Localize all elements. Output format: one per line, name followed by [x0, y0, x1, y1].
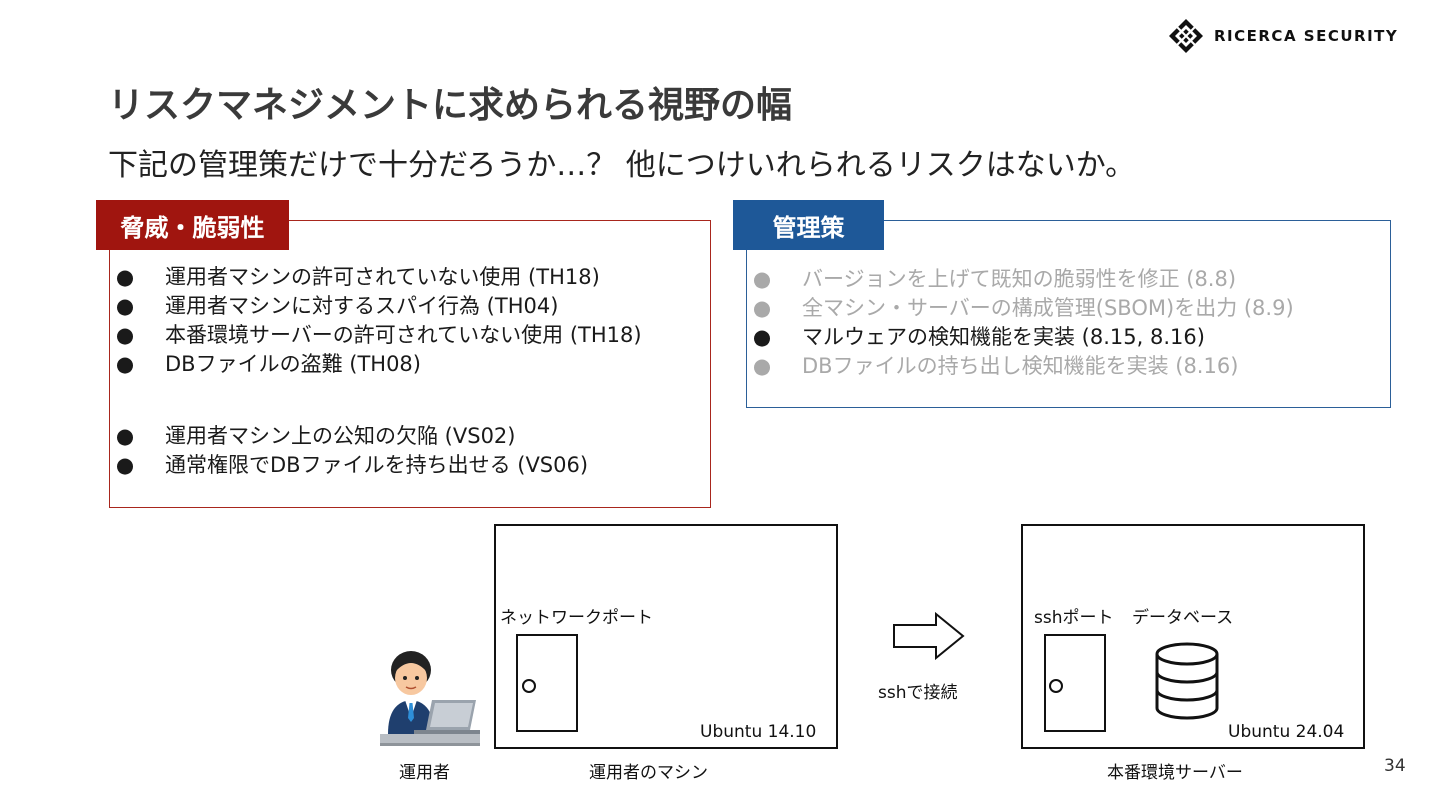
threat-text: 運用者マシンに対するスパイ行為 (TH04) — [165, 294, 559, 318]
threat-header: 脅威・脆弱性 — [96, 200, 289, 250]
list-item: ● 本番環境サーバーの許可されていない使用 (TH18) — [115, 321, 705, 350]
threat-text: DBファイルの盗難 (TH08) — [165, 352, 421, 376]
control-panel — [746, 220, 1391, 408]
slide-title: リスクマネジメントに求められる視野の幅 — [108, 85, 793, 126]
list-item: ● マルウェアの検知機能を実装 (8.15, 8.16) — [752, 323, 1382, 352]
vulnerability-text: 運用者マシン上の公知の欠陥 (VS02) — [165, 424, 516, 448]
list-item: ● 全マシン・サーバーの構成管理(SBOM)を出力 (8.9) — [752, 294, 1382, 323]
control-text: マルウェアの検知機能を実装 (8.15, 8.16) — [802, 325, 1205, 349]
connection-label: sshで接続 — [878, 683, 958, 703]
control-list: ● バージョンを上げて既知の脆弱性を修正 (8.8) ● 全マシン・サーバーの構成管… — [752, 265, 1382, 381]
threat-text: 運用者マシンの許可されていない使用 (TH18) — [165, 265, 600, 289]
list-item: ● DBファイルの盗難 (TH08) — [115, 350, 705, 379]
network-port-label: ネットワークポート — [500, 608, 653, 628]
machine-os-label: Ubuntu 14.10 — [700, 722, 817, 742]
control-header: 管理策 — [733, 200, 884, 250]
database-icon — [1155, 642, 1219, 720]
door-knob-icon — [522, 679, 536, 693]
list-item: ● 運用者マシン上の公知の欠陥 (VS02) — [115, 422, 705, 451]
list-item: ● DBファイルの持ち出し検知機能を実装 (8.16) — [752, 352, 1382, 381]
diamond-logo-icon — [1169, 19, 1203, 53]
bullet-icon: ● — [115, 323, 135, 347]
control-text: 全マシン・サーバーの構成管理(SBOM)を出力 (8.9) — [802, 296, 1294, 320]
list-item: ● 運用者マシンの許可されていない使用 (TH18) — [115, 263, 705, 292]
list-item: ● 運用者マシンに対するスパイ行為 (TH04) — [115, 292, 705, 321]
list-item: ● 通常権限でDBファイルを持ち出せる (VS06) — [115, 451, 705, 480]
arrow-right-icon — [893, 612, 965, 660]
bullet-icon: ● — [115, 453, 135, 477]
bullet-icon: ● — [115, 424, 135, 448]
ssh-port-door-icon — [1044, 634, 1106, 732]
threat-list: ● 運用者マシンの許可されていない使用 (TH18) ● 運用者マシンに対するスパイ… — [115, 263, 705, 379]
bullet-icon: ● — [115, 294, 135, 318]
door-knob-icon — [1049, 679, 1063, 693]
control-text: DBファイルの持ち出し検知機能を実装 (8.16) — [802, 354, 1239, 378]
bullet-icon: ● — [115, 265, 135, 289]
list-item: ● バージョンを上げて既知の脆弱性を修正 (8.8) — [752, 265, 1382, 294]
threat-text: 本番環境サーバーの許可されていない使用 (TH18) — [165, 323, 642, 347]
bullet-icon: ● — [752, 354, 772, 378]
ssh-port-label: sshポート — [1034, 608, 1114, 628]
production-server-box — [1021, 524, 1365, 749]
slide-subtitle: 下記の管理策だけで十分だろうか…？ 他につけいれられるリスクはないか。 — [108, 148, 1136, 183]
vulnerability-list: ● 運用者マシン上の公知の欠陥 (VS02) ● 通常権限でDBファイルを持ち出せる… — [115, 422, 705, 480]
threat-panel — [109, 220, 711, 508]
server-caption: 本番環境サーバー — [1107, 763, 1243, 783]
bullet-icon: ● — [752, 325, 772, 349]
operator-label: 運用者 — [399, 763, 450, 783]
database-label: データベース — [1132, 608, 1234, 628]
page-number: 34 — [1384, 756, 1406, 776]
vulnerability-text: 通常権限でDBファイルを持ち出せる (VS06) — [165, 453, 589, 477]
company-logo: RICERCA SECURITY — [1168, 16, 1423, 56]
bullet-icon: ● — [752, 296, 772, 320]
operator-at-laptop-icon — [380, 651, 480, 746]
logo-text: RICERCA SECURITY — [1214, 27, 1399, 45]
machine-caption: 運用者のマシン — [589, 763, 708, 783]
bullet-icon: ● — [115, 352, 135, 376]
control-text: バージョンを上げて既知の脆弱性を修正 (8.8) — [802, 267, 1237, 291]
server-os-label: Ubuntu 24.04 — [1228, 722, 1345, 742]
operator-machine-box — [494, 524, 838, 749]
bullet-icon: ● — [752, 267, 772, 291]
